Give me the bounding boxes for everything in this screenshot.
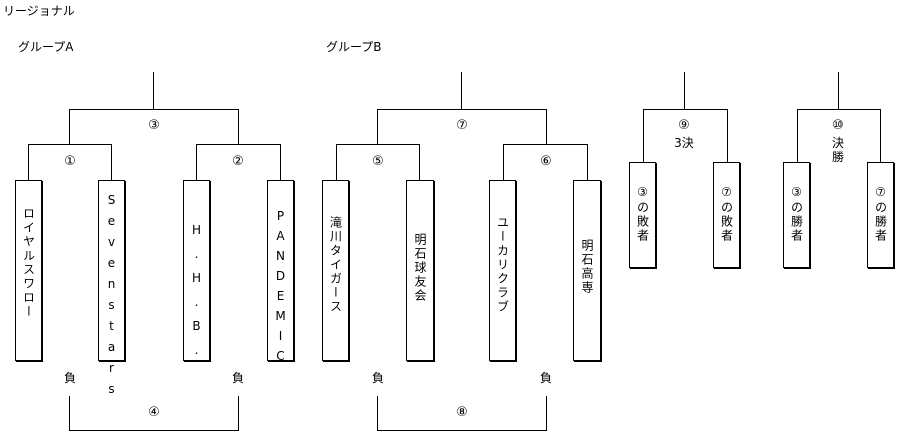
match-9-number: ⑨ <box>678 118 690 133</box>
match-4-number: ④ <box>148 405 160 420</box>
match-7-number: ⑦ <box>456 118 468 133</box>
team-box-pandemic: PANDEMIC <box>267 180 294 369</box>
third-place-left-box: ③の敗者 <box>629 162 656 268</box>
match-8-number: ⑧ <box>456 405 468 420</box>
team-name: Sevenstars <box>104 193 119 403</box>
group-a-heading: グループA <box>18 40 74 54</box>
team-box-akashi-kyuyukai: 明石球友会 <box>406 180 434 361</box>
team-name: ユーカリクラブ <box>495 216 510 314</box>
match-2-number: ② <box>232 154 244 169</box>
team-box-sevenstars: Sevenstars <box>98 180 125 403</box>
slot-label: ③の敗者 <box>635 185 650 243</box>
page-title: リージョナル <box>3 4 75 18</box>
match-3-number: ③ <box>148 118 160 133</box>
team-name: 明石球友会 <box>413 233 427 303</box>
loser-label: 負 <box>371 371 384 385</box>
loser-label: 負 <box>539 371 552 385</box>
match-1-number: ① <box>64 154 76 169</box>
final-right-box: ⑦の勝者 <box>867 162 894 268</box>
third-place-label: 3決 <box>674 136 694 150</box>
team-box-takigawa-tigers: 滝川タイガース <box>322 180 349 361</box>
slot-label: ③の勝者 <box>789 185 804 243</box>
loser-label: 負 <box>63 371 76 385</box>
team-box-akashi-kosen: 明石高専 <box>573 180 601 361</box>
team-name: ロイヤルスワロー <box>21 207 36 319</box>
team-name: 滝川タイガース <box>328 216 343 314</box>
match-10-number: ⑩ <box>832 118 844 133</box>
third-place-right-box: ⑦の敗者 <box>713 162 740 268</box>
final-left-box: ③の勝者 <box>783 162 810 268</box>
team-name: H.H.B. <box>189 223 204 367</box>
team-box-hhb: H.H.B. <box>183 180 210 367</box>
slot-label: ⑦の勝者 <box>873 185 888 243</box>
team-name: PANDEMIC <box>273 209 288 369</box>
team-box-royal-swallow: ロイヤルスワロー <box>15 180 42 361</box>
match-6-number: ⑥ <box>540 154 552 169</box>
slot-label: ⑦の敗者 <box>719 185 734 243</box>
team-box-eucalyptus-club: ユーカリクラブ <box>489 180 516 361</box>
loser-label: 負 <box>231 371 244 385</box>
group-b-heading: グループB <box>326 40 382 54</box>
team-name: 明石高専 <box>580 239 594 295</box>
match-5-number: ⑤ <box>372 154 384 169</box>
final-label: 決勝 <box>831 136 844 164</box>
